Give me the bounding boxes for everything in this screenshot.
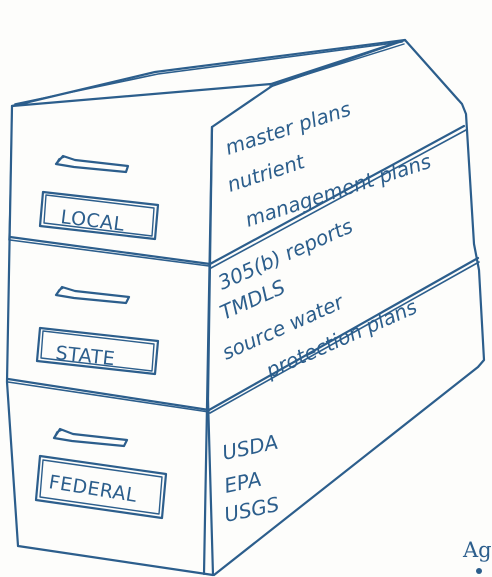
- drawer-handle-icon: [54, 154, 130, 174]
- cabinet-side-face: [202, 38, 486, 577]
- drawer-label-frame: [35, 326, 160, 376]
- doc-usda: USDA: [220, 430, 280, 465]
- drawer-label-federal: FEDERAL: [47, 471, 138, 507]
- drawer-handle-icon: [52, 427, 129, 448]
- corner-text-fragment: Ag: [463, 538, 492, 562]
- local-document-list: master plans nutrient management plans: [222, 97, 434, 232]
- federal-document-list: USDA EPA USGS: [220, 430, 282, 527]
- drawer-dividers-front: [6, 235, 212, 413]
- doc-usgs: USGS: [222, 492, 282, 527]
- corner-text-mark: [476, 568, 482, 574]
- drawer-label-frame: [38, 190, 160, 241]
- drawer-handle-icon: [54, 285, 131, 305]
- drawer-federal[interactable]: FEDERAL: [34, 427, 168, 520]
- drawer-local[interactable]: LOCAL: [38, 154, 160, 241]
- drawer-dividers-side: [207, 124, 480, 414]
- drawer-label-state: STATE: [54, 342, 116, 370]
- drawer-state[interactable]: STATE: [35, 285, 160, 376]
- state-document-list: 305(b) reports TMDLS source water protec…: [214, 214, 420, 383]
- drawer-label-frame: [34, 454, 168, 520]
- drawer-label-local: LOCAL: [59, 206, 125, 236]
- doc-epa: EPA: [222, 467, 264, 498]
